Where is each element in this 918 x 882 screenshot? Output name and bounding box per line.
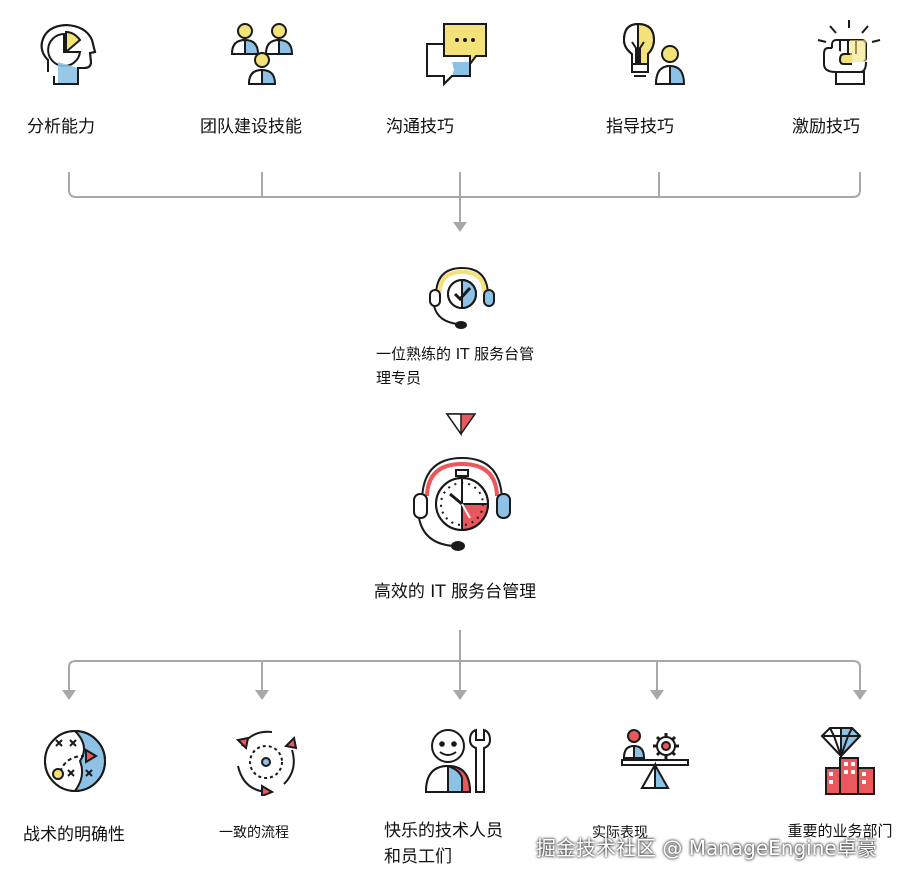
- arrow-down-icon: [453, 222, 467, 232]
- arrow-down-icon: [853, 690, 867, 700]
- outcome-label: 重要的业务部门: [787, 822, 893, 840]
- expert-label-line2: 理专员: [376, 369, 422, 387]
- watermark: 掘金技术社区 @ ManageEngine卓豪: [536, 836, 877, 860]
- result-label: 高效的 IT 服务台管理: [373, 582, 537, 602]
- outcome-label: 实际表现: [592, 825, 648, 841]
- expert-label: 一位熟练的 IT 服务台管 理专员: [376, 342, 556, 390]
- outcome-label: 快乐的技术人员 和员工们: [384, 818, 503, 870]
- transition-triangle-icon: [445, 413, 477, 437]
- headset-check-icon: [429, 266, 495, 329]
- skill-label: 分析能力: [27, 117, 95, 137]
- arrow-down-icon: [62, 690, 76, 700]
- arrow-down-icon: [255, 690, 269, 700]
- outcome-label-line1: 快乐的技术人员: [384, 821, 503, 841]
- team-icon: [230, 23, 294, 85]
- outcome-label: 战术的明确性: [23, 825, 125, 845]
- head-chart-icon: [40, 23, 97, 85]
- outcome-label: 一致的流程: [219, 825, 289, 841]
- balance-scale-icon: [621, 729, 689, 789]
- arrow-down-icon: [453, 690, 467, 700]
- tactics-board-icon: [44, 729, 106, 793]
- cycle-process-icon: [235, 730, 298, 796]
- arrow-down-icon: [650, 690, 664, 700]
- expert-label-line1: 一位熟练的 IT 服务台管: [376, 345, 535, 363]
- technician-wrench-icon: [424, 728, 492, 793]
- skill-label: 沟通技巧: [386, 117, 454, 137]
- chat-bubbles-icon: [426, 23, 487, 87]
- skill-label: 激励技巧: [792, 117, 860, 137]
- skill-label: 指导技巧: [606, 117, 674, 137]
- outcome-label-line2: 和员工们: [384, 847, 452, 867]
- lightbulb-person-icon: [622, 22, 686, 85]
- fist-icon: [817, 20, 881, 85]
- headset-stopwatch-icon: [413, 456, 511, 551]
- diamond-buildings-icon: [820, 727, 875, 795]
- skill-label: 团队建设技能: [200, 117, 302, 137]
